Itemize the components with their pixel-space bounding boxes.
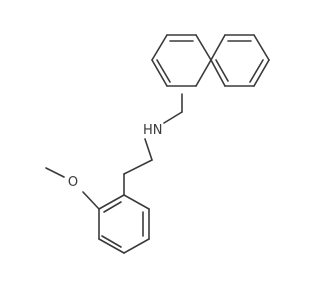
molecule-structure: HN O	[45, 34, 270, 254]
naphthalene-ring-a	[151, 34, 212, 87]
methoxy-group	[45, 167, 100, 210]
amine-label: HN	[143, 123, 163, 138]
bond	[195, 34, 212, 61]
bond	[123, 194, 150, 210]
bond	[253, 34, 270, 61]
bond	[215, 59, 229, 82]
naphthalene-ring-b	[210, 34, 270, 87]
bond	[82, 191, 100, 210]
linker-chain	[123, 93, 183, 196]
bond	[98, 238, 125, 254]
bond	[144, 138, 153, 161]
bond	[156, 59, 171, 83]
bond	[195, 59, 212, 87]
oxygen-label: O	[68, 175, 78, 190]
bond	[151, 34, 168, 61]
bond	[103, 201, 122, 213]
bond	[151, 59, 168, 87]
bond	[253, 59, 270, 87]
bond	[249, 59, 264, 83]
bond	[163, 111, 183, 124]
bond	[123, 159, 153, 175]
bond	[123, 238, 150, 254]
bond	[45, 167, 65, 178]
bond	[101, 235, 122, 248]
bond	[210, 59, 226, 87]
methoxybenzene-ring	[98, 194, 150, 254]
bond	[98, 194, 125, 210]
bond	[210, 34, 226, 61]
